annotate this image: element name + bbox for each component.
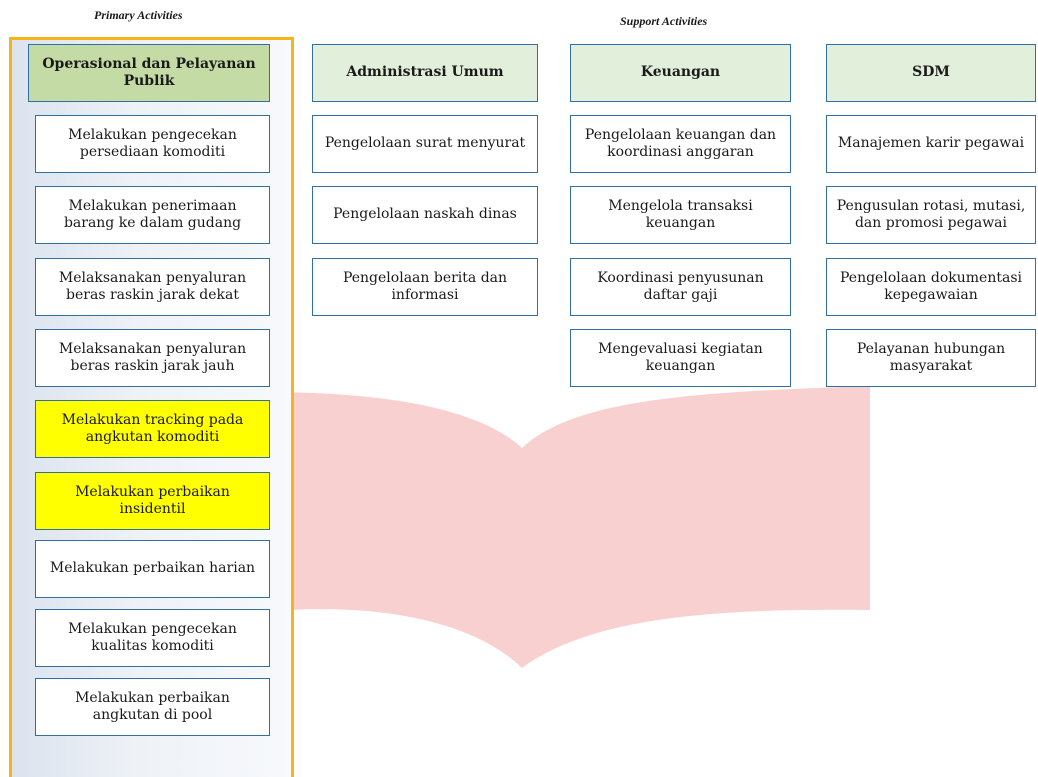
keuangan-item: Mengelola transaksi keuangan — [570, 186, 791, 244]
sdm-item: Pengelolaan dokumentasi kepegawaian — [826, 258, 1036, 316]
sdm-item: Pelayanan hubungan masyarakat — [826, 329, 1036, 387]
primary-item: Melakukan pengecekan kualitas komoditi — [35, 609, 270, 667]
primary-item: Melakukan penerimaan barang ke dalam gud… — [35, 186, 270, 244]
primary-item-highlighted: Melakukan tracking pada angkutan komodit… — [35, 400, 270, 458]
primary-item-highlighted: Melakukan perbaikan insidentil — [35, 472, 270, 530]
keuangan-item: Koordinasi penyusunan daftar gaji — [570, 258, 791, 316]
administrasi-item: Pengelolaan naskah dinas — [312, 186, 538, 244]
administrasi-item: Pengelolaan berita dan informasi — [312, 258, 538, 316]
support-activities-label: Support Activities — [620, 14, 708, 28]
keuangan-item: Mengevaluasi kegiatan keuangan — [570, 329, 791, 387]
primary-item: Melakukan perbaikan angkutan di pool — [35, 678, 270, 736]
sdm-header: SDM — [826, 44, 1036, 102]
operasional-header: Operasional dan Pelayanan Publik — [28, 44, 270, 102]
sdm-item: Manajemen karir pegawai — [826, 115, 1036, 173]
primary-item: Melaksanakan penyaluran beras raskin jar… — [35, 329, 270, 387]
sdm-item: Pengusulan rotasi, mutasi, dan promosi p… — [826, 186, 1036, 244]
primary-activities-label: Primary Activities — [94, 8, 183, 22]
keuangan-item: Pengelolaan keuangan dan koordinasi angg… — [570, 115, 791, 173]
keuangan-header: Keuangan — [570, 44, 791, 102]
primary-item: Melakukan pengecekan persediaan komoditi — [35, 115, 270, 173]
administrasi-item: Pengelolaan surat menyurat — [312, 115, 538, 173]
administrasi-umum-header: Administrasi Umum — [312, 44, 538, 102]
primary-item: Melaksanakan penyaluran beras raskin jar… — [35, 258, 270, 316]
primary-item: Melakukan perbaikan harian — [35, 540, 270, 598]
